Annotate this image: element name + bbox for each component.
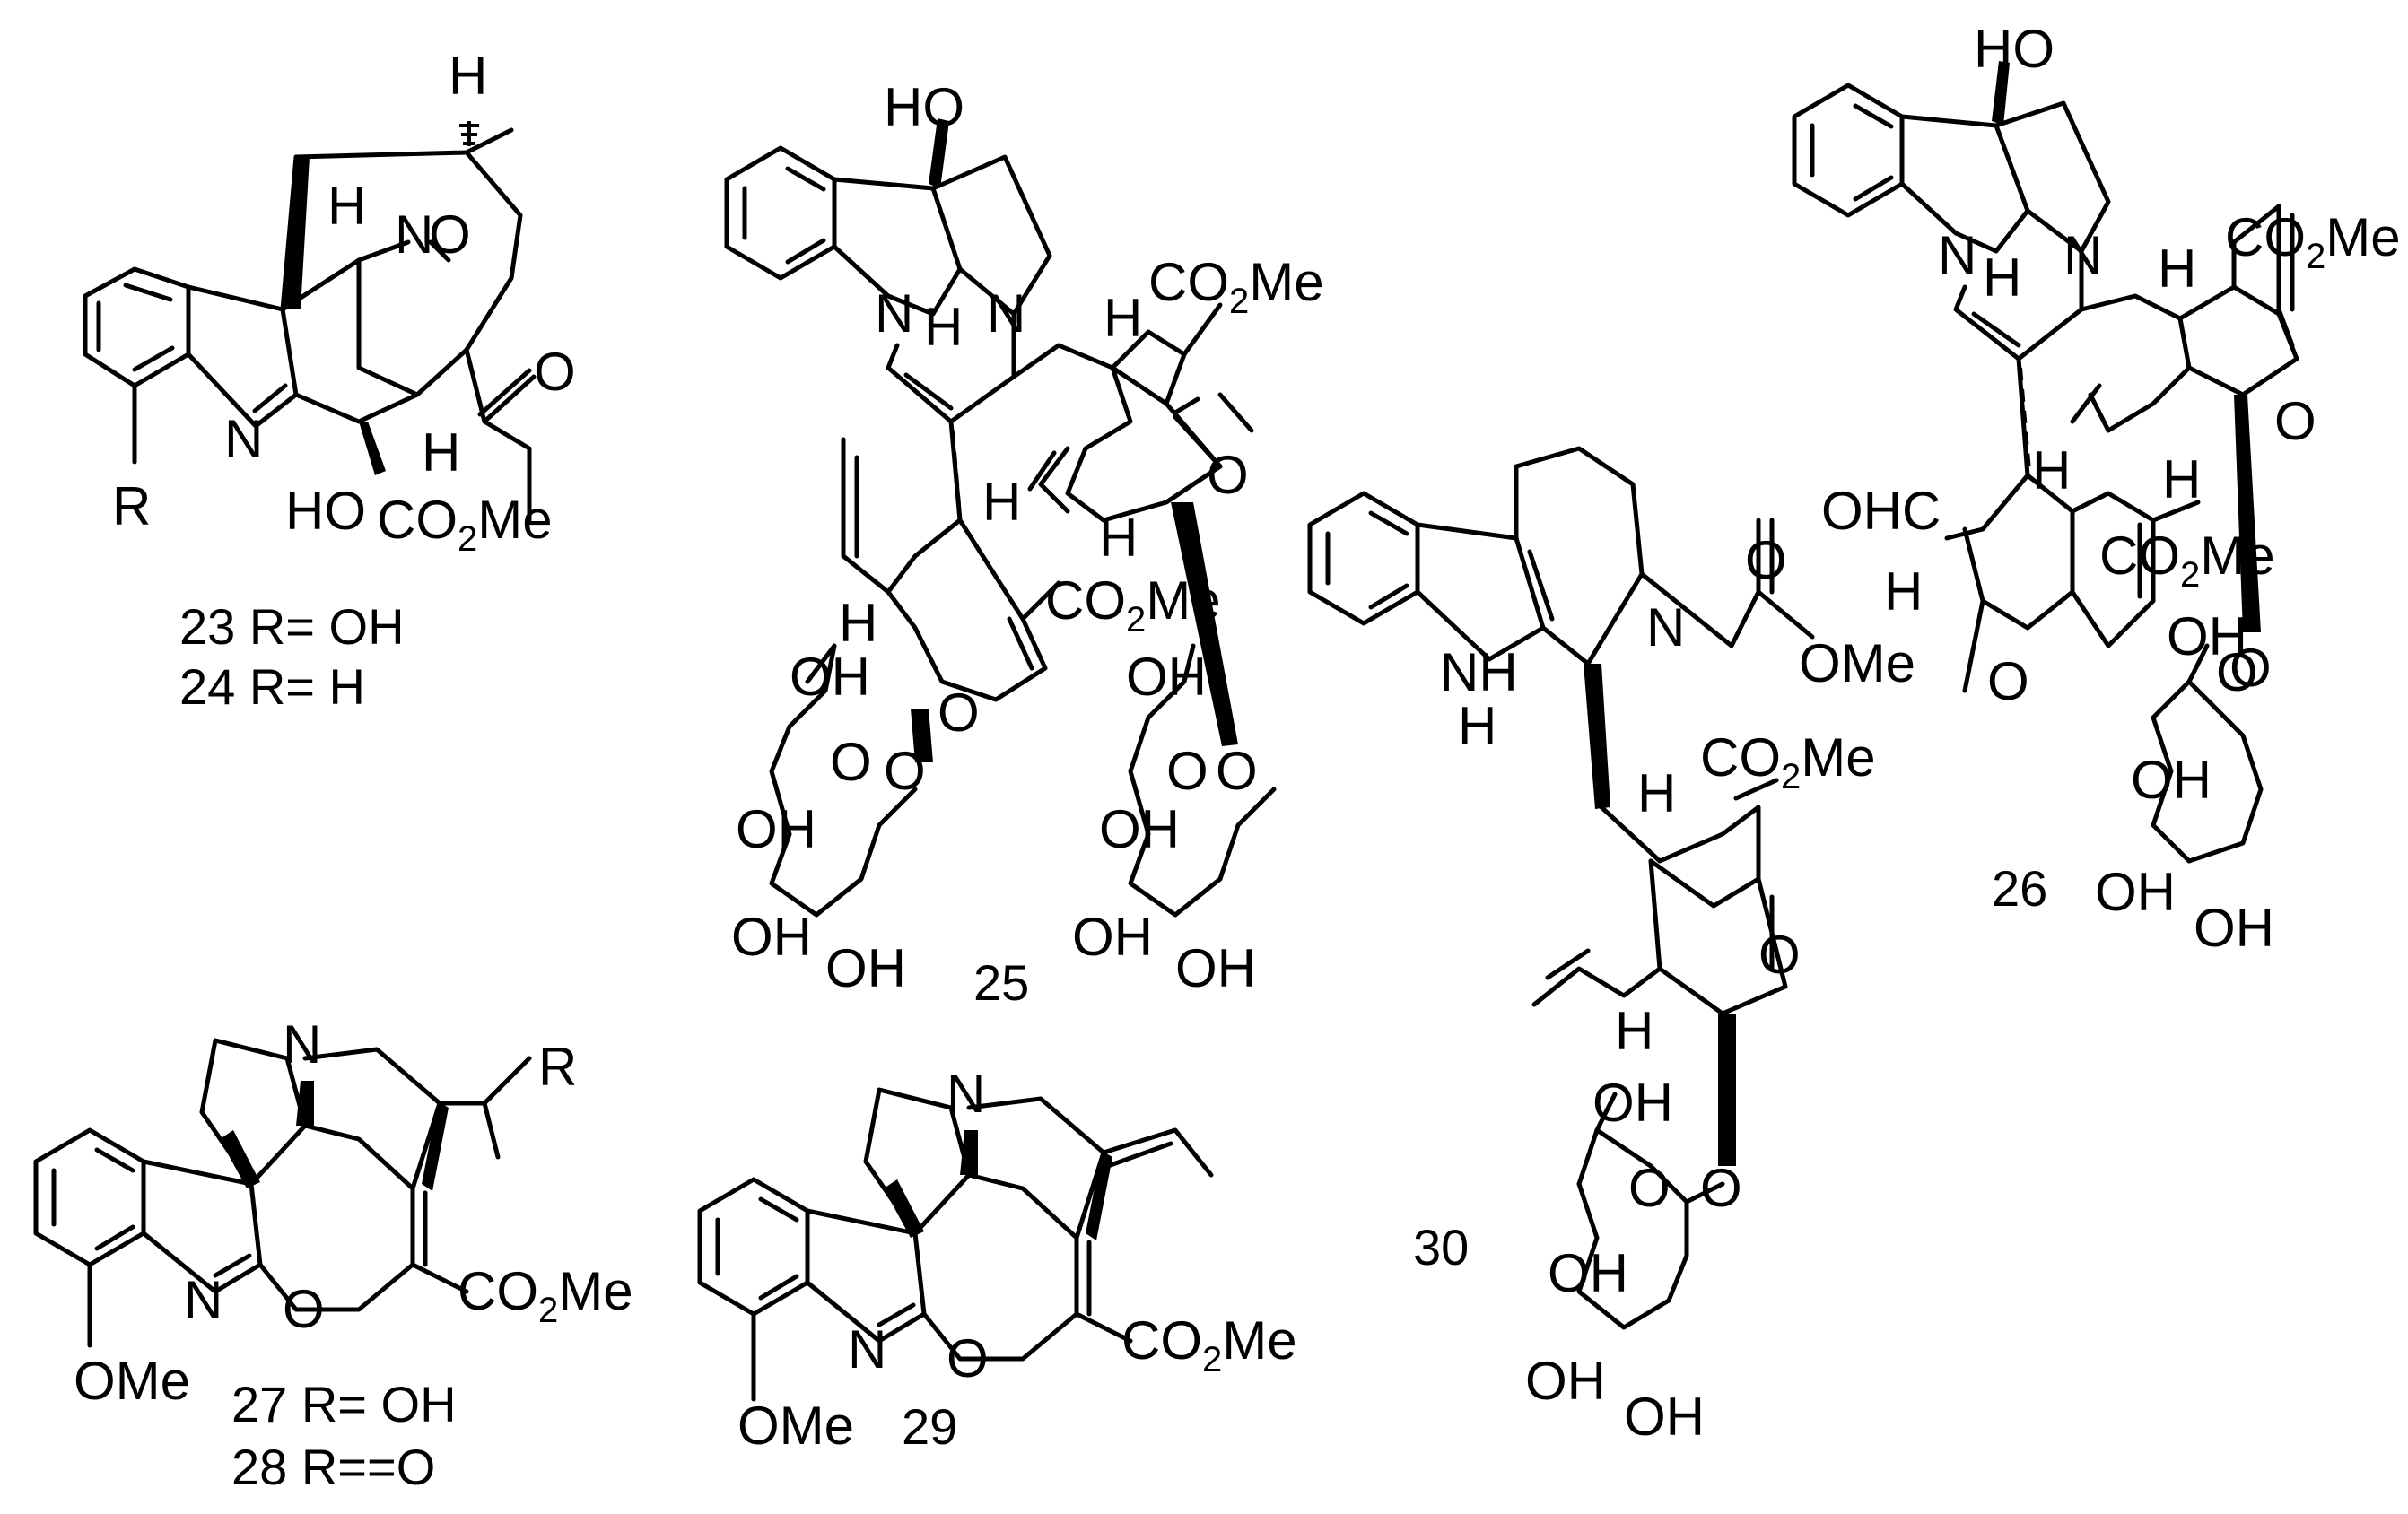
atom-OMe: OMe (74, 1351, 190, 1411)
atom-O: O (1987, 651, 2029, 711)
atom-H: H (1458, 696, 1496, 756)
atom-O: O (830, 732, 872, 792)
compound-label-24: 24 R= H (179, 658, 365, 715)
compound-30: NH H N O OMe H CO2Me O H O OH O OH OH OH… (1307, 446, 1915, 1447)
atom-N: N (2063, 225, 2102, 285)
compound-29: N N O CO2Me OMe 29 (697, 1064, 1297, 1456)
atom-OH: OH (1099, 799, 1180, 859)
atom-N: N (283, 1014, 321, 1075)
atom-OHC: OHC (1821, 481, 1941, 541)
atom-N: N (395, 204, 433, 265)
atom-O: O (884, 741, 926, 801)
atom-O: O (2229, 638, 2272, 698)
compound-label-25: 25 (973, 954, 1029, 1011)
atom-OH: OH (825, 938, 906, 998)
atom-OH: OH (1525, 1351, 1606, 1411)
atom-H: H (2158, 239, 2196, 299)
compound-label-28: 28 R==O (231, 1439, 435, 1495)
atom-OMe: OMe (1799, 633, 1915, 693)
atom-OH: OH (1592, 1073, 1673, 1133)
atom-H: H (1637, 763, 1676, 823)
compound-25: HO N H N H CO2Me O H H H CO2Me O OH O O … (724, 77, 1324, 1011)
atom-OH: OH (2167, 606, 2247, 666)
atom-N: N (848, 1319, 886, 1379)
atom-O: O (2216, 642, 2258, 702)
atom-O: O (1758, 925, 1801, 985)
compound-label-27: 27 R= OH (231, 1376, 457, 1432)
atom-HO: HO (884, 77, 964, 137)
compound-label-23: 23 R= OH (179, 598, 405, 655)
compound-label-30: 30 (1413, 1219, 1469, 1275)
atom-HO: HO (285, 481, 366, 541)
atom-OH: OH (1126, 647, 1207, 707)
atom-CO2Me: CO2Me (1045, 570, 1221, 640)
atom-H: H (327, 176, 366, 236)
atom-OH: OH (1548, 1243, 1628, 1303)
atom-CO2Me: CO2Me (2099, 526, 2275, 595)
atom-H: H (422, 422, 460, 483)
atom-O: O (938, 683, 980, 743)
atom-O: O (1216, 741, 1258, 801)
atom-N: N (1646, 597, 1685, 657)
atom-H: H (924, 297, 963, 357)
atom-N: N (875, 283, 913, 344)
atom-OH: OH (2095, 862, 2176, 922)
atom-N: N (987, 283, 1025, 344)
atom-OH: OH (736, 799, 816, 859)
atom-CO2Me: CO2Me (1121, 1310, 1297, 1379)
atom-H: H (1983, 248, 2021, 308)
atom-H: H (839, 593, 877, 653)
compound-23-24: H H N O N H O R HO CO2Me 23 R= OH 24 R= … (83, 46, 576, 715)
atom-O: O (1207, 445, 1249, 505)
atom-OH: OH (731, 907, 812, 967)
atom-OH: OH (2194, 898, 2274, 958)
compound-26: HO N H N H CO2Me O H H OHC H CO2Me O OH … (1792, 19, 2401, 958)
atom-O: O (283, 1279, 325, 1339)
compound-27-28: N R N O CO2Me OMe 27 R= OH 28 R==O (33, 1014, 633, 1495)
atom-O: O (1745, 530, 1787, 590)
atom-H: H (449, 46, 487, 106)
atom-CO2Me: CO2Me (1700, 727, 1876, 796)
atom-O: O (534, 342, 576, 402)
atom-CO2Me: CO2Me (458, 1261, 633, 1330)
atom-O: O (1166, 741, 1208, 801)
atom-OMe: OMe (737, 1396, 854, 1456)
atom-O: O (1628, 1158, 1671, 1218)
atom-CO2Me: CO2Me (377, 490, 553, 559)
atom-OH: OH (1624, 1387, 1705, 1447)
atom-N: N (224, 409, 263, 469)
atom-H: H (1884, 561, 1923, 622)
atom-O: O (2274, 391, 2316, 451)
atom-N: N (947, 1064, 985, 1124)
atom-OH: OH (2131, 750, 2212, 810)
atom-OH: OH (790, 647, 870, 707)
atom-CO2Me: CO2Me (1148, 252, 1324, 321)
atom-H: H (1099, 508, 1138, 568)
atom-O-bridge: O (429, 204, 471, 265)
atom-R: R (538, 1037, 577, 1097)
atom-N: N (1938, 225, 1976, 285)
atom-N: N (184, 1270, 222, 1330)
atom-H: H (982, 472, 1021, 532)
atom-CO2Me: CO2Me (2225, 207, 2401, 276)
atom-O: O (1700, 1158, 1742, 1218)
atom-OH: OH (1072, 907, 1153, 967)
atom-O: O (947, 1328, 989, 1388)
atom-H: H (1615, 1001, 1653, 1061)
atom-R: R (112, 476, 151, 536)
atom-H: H (2162, 449, 2201, 509)
compound-label-26: 26 (1992, 860, 2047, 917)
atom-OH: OH (1175, 938, 1256, 998)
atom-NH: NH (1440, 642, 1518, 702)
atom-HO: HO (1974, 19, 2055, 79)
compound-label-29: 29 (902, 1398, 957, 1455)
atom-H: H (2032, 440, 2071, 500)
atom-H: H (1104, 288, 1142, 348)
